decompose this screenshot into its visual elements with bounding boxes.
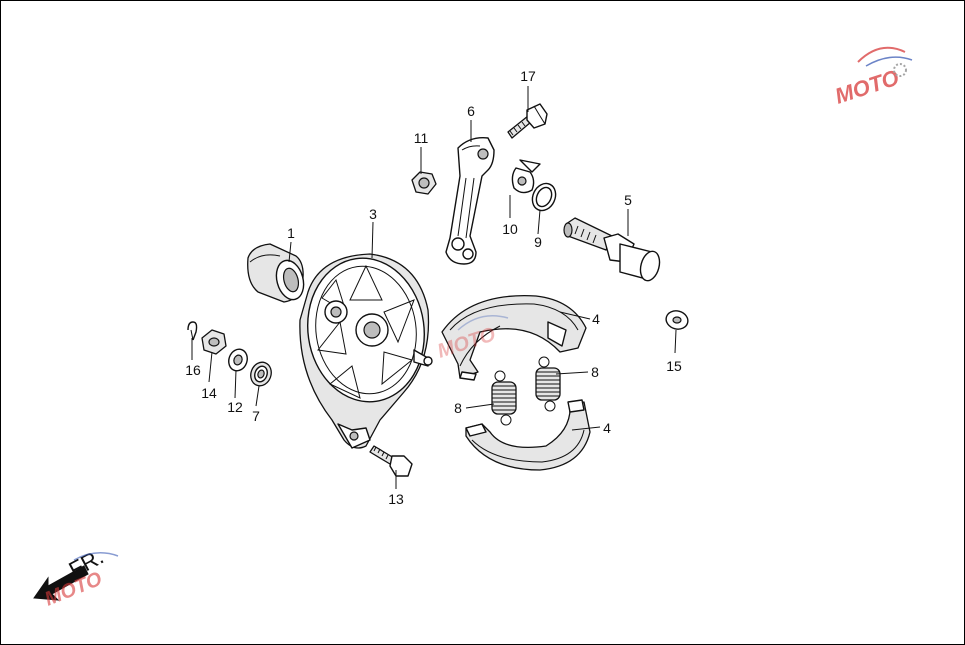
callout-9: 9 [534, 234, 542, 250]
callout-8-right: 8 [591, 364, 599, 380]
callout-16: 16 [185, 362, 201, 378]
part-12-washer [228, 348, 248, 372]
callout-12: 12 [227, 399, 243, 415]
part-3-brake-panel [299, 253, 433, 449]
part-13-bolt [369, 445, 413, 477]
front-direction-indicator: FR. MOTO [33, 544, 119, 611]
callout-13: 13 [388, 491, 404, 507]
part-1-collar [247, 243, 305, 303]
part-10-indicator-plate [511, 159, 541, 194]
callout-14: 14 [201, 385, 217, 401]
part-11-nut [411, 171, 437, 195]
callout-1: 1 [287, 225, 295, 241]
callout-6: 6 [467, 103, 475, 119]
part-4-brake-shoe-upper [441, 294, 587, 381]
part-9-o-ring [531, 182, 557, 212]
watermark-logo-top: MOTO [832, 46, 913, 109]
callout-8-left: 8 [454, 400, 462, 416]
part-5-brake-cam [563, 217, 661, 282]
callout-3: 3 [369, 206, 377, 222]
part-8-spring-right [535, 356, 561, 412]
part-8-spring-left [491, 370, 517, 426]
callout-10: 10 [502, 221, 518, 237]
callout-17: 17 [520, 68, 536, 84]
callout-4-upper: 4 [592, 311, 600, 327]
callout-11: 11 [414, 130, 429, 146]
watermark-text-top: MOTO [832, 65, 902, 109]
part-4-brake-shoe-lower [465, 399, 591, 471]
part-15-washer [665, 310, 689, 330]
part-14-nut [201, 329, 227, 355]
leader-lines [191, 86, 677, 489]
callout-5: 5 [624, 192, 632, 208]
callout-labels: 17 6 11 10 9 5 1 3 4 8 8 4 15 16 14 12 7… [185, 68, 682, 507]
part-7-bearing [250, 361, 272, 387]
part-6-brake-arm [445, 137, 495, 265]
callout-7: 7 [252, 408, 260, 424]
part-16-cotter-pin [187, 321, 198, 341]
callout-15: 15 [666, 358, 682, 374]
front-arrow-icon [33, 565, 89, 601]
callout-4-lower: 4 [603, 420, 611, 436]
part-17-bolt [507, 103, 548, 139]
